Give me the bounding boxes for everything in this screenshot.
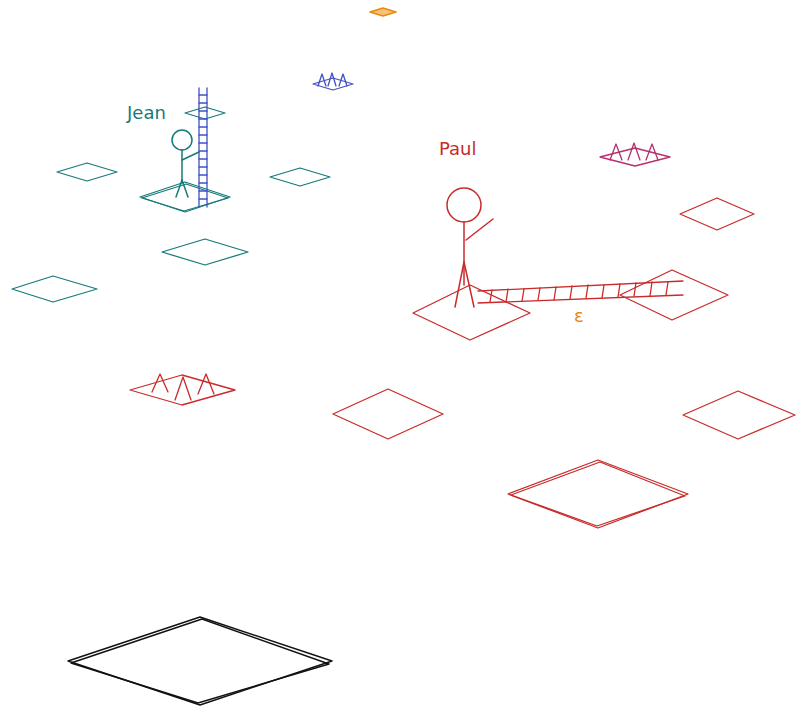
horizontal-ladder [478, 281, 683, 303]
spike-tile [600, 143, 670, 166]
floating-tile [370, 8, 396, 16]
stick-figure [172, 130, 199, 197]
red-tiles [333, 198, 795, 528]
figure-label: Paul [439, 140, 477, 158]
figure-label: ε [574, 307, 584, 325]
teal-tiles [12, 107, 330, 302]
spike-tile [313, 73, 353, 90]
figure-label: Jean [127, 104, 166, 122]
ground-tile [68, 617, 332, 705]
vertical-ladder [199, 88, 207, 207]
stick-figure [447, 188, 493, 307]
spike-tile [130, 374, 235, 405]
